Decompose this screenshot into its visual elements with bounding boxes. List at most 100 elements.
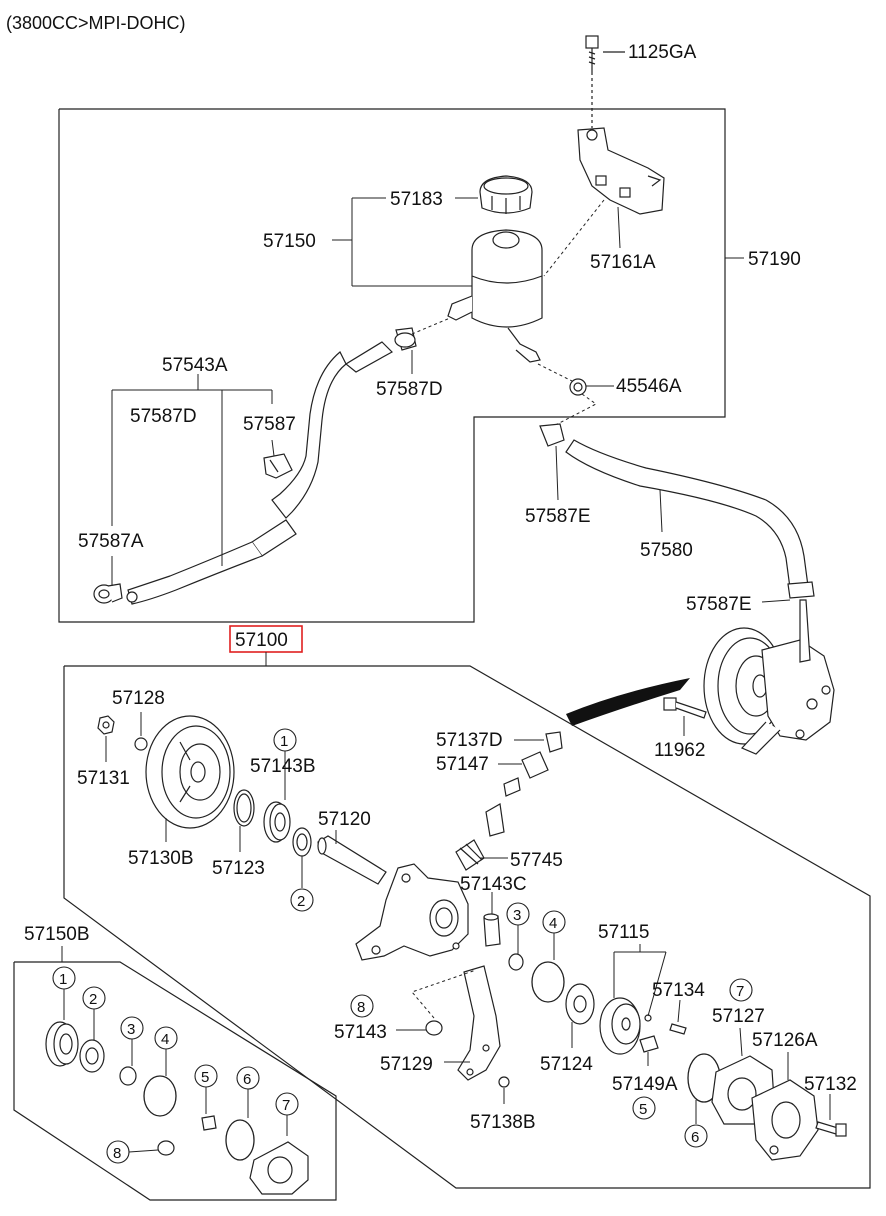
label-57587E-lower: 57587E bbox=[686, 594, 752, 615]
ring-4-mid bbox=[531, 961, 565, 1003]
marker-7-mid-text: 7 bbox=[736, 983, 744, 1000]
kit-ring-8 bbox=[157, 1140, 175, 1156]
label-45546A: 45546A bbox=[616, 376, 682, 397]
bolt-1125GA bbox=[585, 35, 625, 128]
label-57120: 57120 bbox=[318, 809, 371, 830]
label-57543A: 57543A bbox=[162, 355, 228, 376]
bolt-57132 bbox=[815, 1121, 847, 1137]
nut-57131 bbox=[97, 715, 115, 735]
shaft-57120 bbox=[317, 835, 387, 885]
label-57149A: 57149A bbox=[612, 1074, 678, 1095]
label-57587E-upper: 57587E bbox=[525, 506, 591, 527]
label-57126A: 57126A bbox=[752, 1030, 818, 1051]
pump-body bbox=[355, 863, 469, 961]
dash-clamp-reservoir bbox=[411, 317, 451, 335]
label-57143C: 57143C bbox=[460, 874, 527, 895]
valve-parts bbox=[455, 731, 563, 871]
cartridge-57115 bbox=[599, 997, 652, 1055]
label-57128: 57128 bbox=[112, 688, 165, 709]
label-57131: 57131 bbox=[77, 768, 130, 789]
marker-8-mid-text: 8 bbox=[357, 999, 365, 1016]
marker-4-mid-text: 4 bbox=[549, 915, 557, 932]
label-57132: 57132 bbox=[804, 1074, 857, 1095]
clip-57587 bbox=[263, 453, 293, 479]
reservoir-57150 bbox=[447, 229, 543, 363]
washer-57128 bbox=[134, 737, 148, 751]
kit-leader-8 bbox=[128, 1149, 159, 1153]
pump-assembly-view bbox=[703, 599, 835, 755]
label-57183: 57183 bbox=[390, 189, 443, 210]
label-57150B: 57150B bbox=[24, 924, 90, 945]
label-57587D-lower: 57587D bbox=[130, 406, 197, 427]
kit-pin-5 bbox=[201, 1115, 217, 1131]
label-57138B: 57138B bbox=[470, 1112, 536, 1133]
engine-spec-header: (3800CC>MPI-DOHC) bbox=[6, 13, 186, 33]
clip-45546A bbox=[569, 378, 587, 396]
label-57143: 57143 bbox=[334, 1022, 387, 1043]
label-57130B: 57130B bbox=[128, 848, 194, 869]
marker-6-mid bbox=[684, 1124, 708, 1148]
kit-bearing-1 bbox=[45, 1021, 79, 1067]
label-57147: 57147 bbox=[436, 754, 489, 775]
leader-57115-b bbox=[647, 951, 667, 1017]
bolt-11962 bbox=[663, 697, 707, 719]
ring-3-mid bbox=[508, 953, 524, 971]
leader-57161A bbox=[617, 206, 621, 249]
seal-marker2 bbox=[292, 827, 312, 857]
kit-marker-2-text: 2 bbox=[89, 991, 97, 1008]
kit-ring-4 bbox=[143, 1075, 177, 1117]
label-57129: 57129 bbox=[380, 1054, 433, 1075]
kit-marker-6-text: 6 bbox=[243, 1071, 251, 1088]
leader-57587-clip bbox=[271, 439, 275, 457]
cap-57183 bbox=[479, 175, 533, 214]
pump-group-frame bbox=[63, 665, 871, 1189]
label-57587A: 57587A bbox=[78, 531, 144, 552]
label-57587D-upper: 57587D bbox=[376, 379, 443, 400]
label-57100[interactable]: 57100 bbox=[235, 630, 288, 651]
dash-res-45546A bbox=[537, 363, 575, 383]
label-11962: 11962 bbox=[654, 740, 705, 761]
plug-57138B bbox=[498, 1076, 510, 1088]
kit-marker-5-text: 5 bbox=[201, 1069, 209, 1086]
marker-5-mid-text: 5 bbox=[639, 1101, 647, 1118]
plate-57124 bbox=[565, 983, 595, 1025]
cover-57126A bbox=[751, 1079, 819, 1161]
label-57580: 57580 bbox=[640, 540, 693, 561]
label-57137D: 57137D bbox=[436, 730, 503, 751]
return-hose-57580 bbox=[539, 423, 809, 589]
marker-8-mid bbox=[350, 994, 374, 1018]
marker-1-upper-text: 1 bbox=[280, 733, 288, 750]
upper-group-frame bbox=[58, 108, 726, 623]
pin-57143C bbox=[483, 913, 501, 947]
leader-57580 bbox=[659, 489, 663, 533]
kit-gasket-7 bbox=[249, 1141, 309, 1195]
marker-2-upper-text: 2 bbox=[297, 893, 305, 910]
leader-57134 bbox=[677, 999, 681, 1023]
clamp-57587E-lower bbox=[787, 581, 815, 599]
pin-57134 bbox=[669, 1023, 687, 1035]
suction-hose bbox=[127, 341, 393, 605]
leader-57587E-lower bbox=[761, 599, 791, 603]
dash-bracket-reservoir bbox=[543, 199, 605, 277]
hose-end bbox=[126, 591, 138, 603]
bearing-57143B bbox=[263, 801, 291, 843]
label-57123: 57123 bbox=[212, 858, 265, 879]
kit-ring-3 bbox=[119, 1066, 137, 1086]
label-57115: 57115 bbox=[598, 922, 649, 943]
ring-57143 bbox=[425, 1020, 443, 1036]
marker-2-upper bbox=[290, 888, 314, 912]
label-57587: 57587 bbox=[243, 414, 296, 435]
bracket-57161A bbox=[577, 127, 665, 215]
kit-marker-1-text: 1 bbox=[59, 971, 67, 988]
marker-7-mid bbox=[729, 978, 753, 1002]
kit-marker-7-text: 7 bbox=[282, 1097, 290, 1114]
dash-45546A-hose bbox=[545, 393, 597, 431]
marker-5-mid bbox=[632, 1096, 656, 1120]
marker-6-mid-text: 6 bbox=[691, 1129, 699, 1146]
label-57134: 57134 bbox=[652, 980, 705, 1001]
kit-seal-2 bbox=[79, 1039, 105, 1073]
label-57150: 57150 bbox=[263, 231, 316, 252]
kit-marker-8-text: 8 bbox=[113, 1145, 121, 1162]
